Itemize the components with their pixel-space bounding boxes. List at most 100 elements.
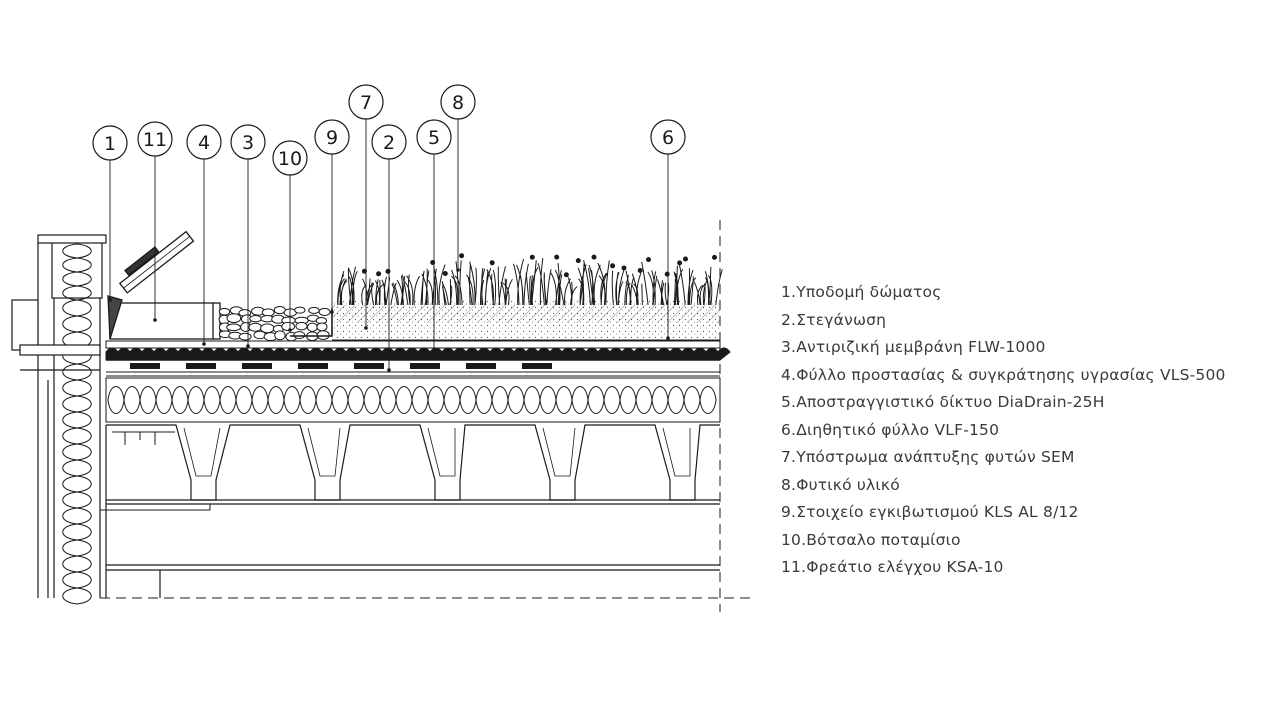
drainage-net (130, 363, 552, 369)
plant-flower (591, 254, 597, 260)
legend-item: 7.Υπόστρωμα ανάπτυξης φυτών SEM (781, 448, 1075, 466)
drainage-block (410, 363, 440, 369)
plant-tuft (624, 270, 635, 306)
callout-2: 2 (371, 124, 407, 160)
pebble (294, 306, 306, 314)
plant-flower (529, 254, 535, 260)
pebble (318, 307, 331, 316)
plant-flower (489, 260, 495, 266)
callout-number: 1 (104, 133, 116, 155)
pebble (274, 330, 286, 341)
drainage-block (466, 363, 496, 369)
leader-dot (387, 368, 391, 372)
plant-tuft (537, 258, 552, 306)
pebble (281, 321, 296, 332)
plant-tuft (486, 266, 506, 306)
leader-dot (330, 310, 334, 314)
drainage-block (130, 363, 160, 369)
drainage-block (186, 363, 216, 369)
callout-1: 1 (92, 125, 128, 161)
plant-tuft (381, 276, 397, 306)
callout-number: 7 (360, 92, 372, 114)
callout-7: 7 (348, 84, 384, 120)
leader-dot (288, 328, 292, 332)
callout-9: 9 (314, 119, 350, 155)
plant-flower (442, 271, 448, 276)
plant-tuft (420, 268, 430, 306)
legend-item: 6.Διηθητικό φύλλο VLF-150 (781, 420, 1000, 439)
callout-number: 5 (428, 127, 440, 149)
legend-item: 2.Στεγάνωση (781, 310, 887, 329)
pebble (248, 322, 263, 332)
leader-dot (456, 268, 460, 272)
callout-3: 3 (230, 124, 266, 160)
plant-tuft (704, 266, 723, 306)
legend-list: 1.Υποδομή δώματος 2.Στεγάνωση 3.Αντιριζι… (781, 281, 1226, 584)
plant-flower (376, 271, 382, 277)
callout-number: 6 (662, 127, 674, 149)
roof-deck (99, 415, 720, 598)
leader-dot (108, 298, 112, 302)
plant-tuft (630, 272, 643, 306)
plant-tuft (678, 262, 697, 306)
callout-5: 5 (416, 119, 452, 155)
plant-tuft (597, 260, 610, 306)
plant-flower (563, 272, 569, 278)
left-wall (11, 234, 107, 605)
plant-tuft (479, 267, 492, 306)
plant-flower (575, 258, 581, 264)
plant-flower (554, 254, 560, 260)
pebble (316, 322, 328, 332)
plant-tuft (466, 261, 477, 306)
plant-tuft (693, 279, 708, 306)
callout-number: 11 (143, 129, 167, 151)
plant-tuft (558, 277, 578, 306)
plant-flower (683, 256, 688, 262)
drainage-wave (105, 347, 731, 361)
plant-flower (459, 253, 465, 259)
callout-leaders (108, 119, 670, 372)
callout-number: 8 (452, 92, 464, 114)
legend-item: 9.Στοιχείο εγκιβωτισμού KLS AL 8/12 (781, 503, 1079, 521)
plant-tuft (426, 264, 446, 306)
plant-flower (646, 257, 651, 263)
leader-dot (432, 356, 436, 360)
plant-tuft (673, 265, 684, 306)
trapezoidal-deck-inner (183, 427, 691, 477)
legend-item: 3.Αντιριζική μεμβράνη FLW-1000 (781, 338, 1046, 356)
pebble (308, 306, 320, 314)
pebble (295, 321, 308, 331)
plant-tuft (525, 260, 539, 306)
legend-item: 8.Φυτικό υλικό (781, 475, 900, 494)
plant-tuft (577, 263, 587, 306)
plant-tuft (549, 263, 563, 306)
control-shaft (107, 230, 221, 340)
legend-item: 5.Αποστραγγιστικό δίκτυο DiaDrain-25H (781, 393, 1105, 411)
legend-item: 10.Βότσαλο ποταμίσιο (781, 530, 961, 549)
callout-number: 4 (198, 132, 210, 154)
plant-flower (610, 263, 616, 269)
wall-insulation-top (62, 243, 92, 301)
plant-flower (621, 265, 627, 271)
pebble (238, 332, 252, 341)
pebble (316, 330, 330, 340)
plant-tuft (513, 258, 529, 306)
plant-tuft (347, 266, 358, 306)
plant-tuft (583, 259, 601, 306)
trapezoidal-deck (106, 424, 720, 501)
leader-dot (202, 342, 206, 346)
growing-substrate (332, 300, 720, 341)
plant-tuft (657, 279, 670, 306)
plant-tuft (391, 275, 405, 306)
plant-flower (637, 268, 643, 273)
callout-10: 10 (272, 140, 308, 176)
legend-item: 1.Υποδομή δώματος (781, 283, 942, 301)
callout-number: 2 (383, 132, 395, 154)
pebble (293, 331, 306, 340)
leader-dot (246, 344, 250, 348)
callout-number: 10 (278, 148, 302, 170)
plant-tuft (641, 261, 658, 306)
callout-number: 9 (326, 127, 338, 149)
leader-dot (153, 318, 157, 322)
